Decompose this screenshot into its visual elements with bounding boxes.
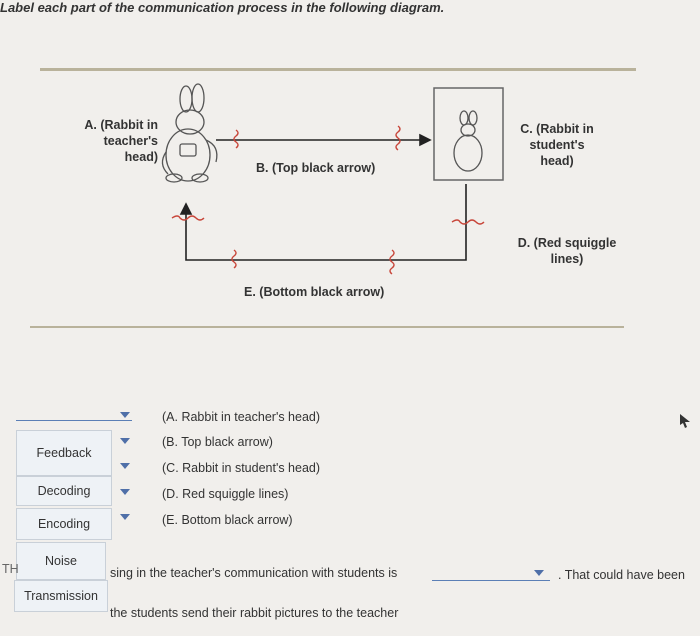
dropdown-e-chevron-icon[interactable] [120, 514, 130, 520]
label-d-line2: lines) [550, 252, 584, 266]
label-c: C. (Rabbit in student's head) [512, 121, 602, 169]
student-frame [433, 87, 504, 181]
option-noise[interactable]: Noise [16, 542, 106, 580]
label-a-line2: teacher's [103, 134, 158, 148]
student-rabbit-icon [453, 110, 483, 172]
label-e: E. (Bottom black arrow) [244, 285, 385, 299]
dropdown-d-chevron-icon[interactable] [120, 489, 130, 495]
sentence-1-chevron-icon[interactable] [534, 570, 544, 576]
sentence-1-suffix: . That could have been [558, 568, 685, 582]
label-a-line1: A. (Rabbit in [84, 118, 158, 132]
label-c-line1: C. (Rabbit in [520, 122, 594, 136]
sentence-1-dropdown-field[interactable] [432, 580, 550, 581]
sentence-1-text: sing in the teacher's communication with… [110, 566, 398, 580]
label-a-line3: head) [124, 150, 158, 164]
option-feedback[interactable]: Feedback [16, 430, 112, 476]
dropdown-a-chevron-icon[interactable] [120, 412, 130, 418]
legend-item-d: (D. Red squiggle lines) [162, 487, 289, 501]
legend-item-a: (A. Rabbit in teacher's head) [162, 410, 321, 424]
communication-diagram [161, 83, 504, 275]
page-title: Label each part of the communication pro… [0, 0, 445, 15]
option-encoding[interactable]: Encoding [16, 508, 112, 540]
label-c-line2: student's [529, 138, 585, 152]
teacher-rabbit-icon [161, 83, 218, 183]
top-black-arrow [216, 133, 432, 147]
legend-item-e: (E. Bottom black arrow) [162, 513, 293, 527]
legend-item-b: (B. Top black arrow) [162, 435, 273, 449]
dropdown-b-chevron-icon[interactable] [120, 438, 130, 444]
option-transmission[interactable]: Transmission [14, 580, 108, 612]
label-d: D. (Red squiggle lines) [512, 235, 622, 267]
sentence-1-prefix: TH [2, 562, 19, 576]
sentence-2-text: the students send their rabbit pictures … [110, 606, 399, 620]
label-b: B. (Top black arrow) [256, 161, 376, 175]
dropdown-c-chevron-icon[interactable] [120, 463, 130, 469]
red-squiggle-lines [171, 125, 485, 275]
top-divider [40, 68, 636, 71]
label-d-line1: D. (Red squiggle [517, 236, 617, 250]
option-decoding[interactable]: Decoding [16, 476, 112, 506]
label-a: A. (Rabbit in teacher's head) [78, 117, 158, 165]
cursor-icon [680, 414, 690, 428]
label-c-line3: head) [540, 154, 574, 168]
bottom-divider [30, 326, 624, 328]
dropdown-a-field[interactable] [16, 420, 132, 421]
bottom-black-arrow [179, 184, 467, 261]
legend-item-c: (C. Rabbit in student's head) [162, 461, 321, 475]
